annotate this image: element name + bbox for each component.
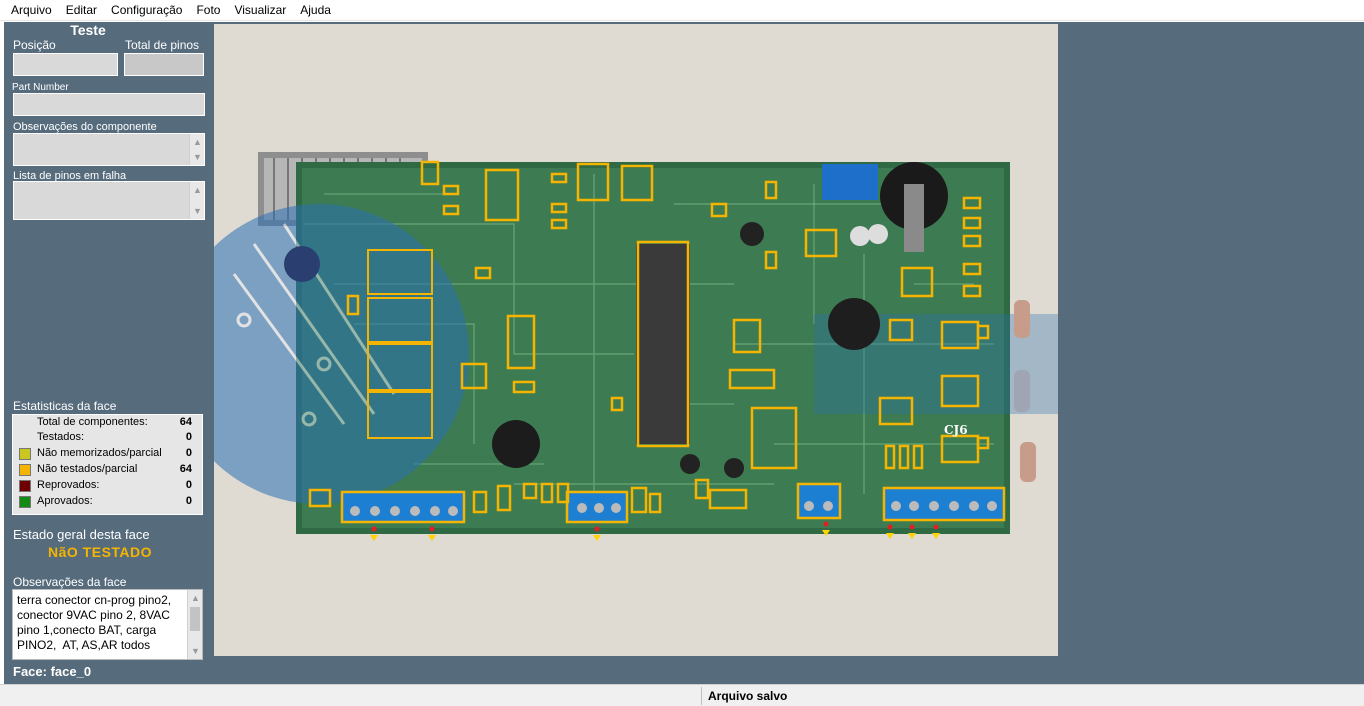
- menu-foto[interactable]: Foto: [196, 2, 221, 17]
- scroll-up-icon[interactable]: ▲: [193, 137, 202, 147]
- status-divider: [701, 687, 702, 705]
- stat-total-value: 64: [179, 416, 192, 428]
- buzzer: [828, 298, 880, 350]
- board-label-cj6: CJ6: [944, 423, 968, 437]
- board-photo-view[interactable]: CJ6: [214, 24, 1058, 656]
- component-notes-field[interactable]: ▲ ▼: [13, 133, 205, 166]
- pcb-board-photo[interactable]: CJ6: [214, 24, 1058, 656]
- stat-tested-label: Testados:: [37, 431, 85, 443]
- stat-tested: Testados: 0: [13, 430, 204, 446]
- panel-title: Teste: [70, 22, 106, 38]
- failed-pins-label: Lista de pinos em falha: [13, 170, 127, 182]
- stat-not-memorized-label: Não memorizados/parcial: [37, 447, 162, 459]
- status-bar: Arquivo salvo: [0, 684, 1364, 706]
- rejected-swatch: [19, 480, 31, 492]
- stat-approved: Aprovados: 0: [13, 494, 204, 510]
- total-pins-label: Total de pinos: [125, 38, 200, 52]
- stat-tested-value: 0: [185, 431, 192, 443]
- scrollbar-thumb[interactable]: [190, 607, 200, 631]
- stat-rejected: Reprovados: 0: [13, 478, 204, 494]
- dip-switch: [822, 164, 878, 200]
- stat-rejected-value: 0: [185, 479, 192, 491]
- stat-not-tested: Não testados/parcial 64: [13, 462, 204, 478]
- face-name-label: Face: face_0: [13, 664, 92, 679]
- relay-outlines[interactable]: [367, 249, 433, 439]
- stat-not-memorized-value: 0: [185, 447, 192, 459]
- not-memorized-swatch: [19, 448, 31, 460]
- general-state-label: Estado geral desta face: [13, 527, 150, 542]
- stat-total-label: Total de componentes:: [37, 416, 148, 428]
- face-stats-box: Total de componentes: 64 Testados: 0 Não…: [12, 414, 203, 515]
- menu-editar[interactable]: Editar: [65, 2, 98, 17]
- face-notes-scrollbar[interactable]: ▲ ▼: [187, 590, 202, 659]
- part-number-field[interactable]: [13, 93, 205, 116]
- face-notes-field[interactable]: terra conector cn-prog pino2, conector 9…: [12, 589, 203, 660]
- general-state-value: NãO TESTADO: [48, 544, 153, 560]
- stat-not-tested-value: 64: [179, 463, 192, 475]
- total-pins-field[interactable]: [124, 53, 204, 76]
- component-outlines[interactable]: [308, 160, 990, 514]
- scroll-up-icon[interactable]: ▲: [193, 185, 202, 195]
- scroll-up-icon[interactable]: ▲: [191, 593, 200, 603]
- menu-arquivo[interactable]: Arquivo: [11, 2, 52, 17]
- component-outline[interactable]: [636, 240, 690, 448]
- stat-approved-value: 0: [185, 495, 192, 507]
- failed-pins-scrollbar[interactable]: ▲ ▼: [189, 182, 204, 219]
- component-notes-label: Observações do componente: [13, 121, 157, 133]
- position-field[interactable]: [13, 53, 118, 76]
- part-number-label: Part Number: [12, 82, 69, 93]
- menu-ajuda[interactable]: Ajuda: [300, 2, 331, 17]
- not-tested-swatch: [19, 464, 31, 476]
- stat-total: Total de componentes: 64: [13, 415, 204, 431]
- stat-not-memorized: Não memorizados/parcial 0: [13, 446, 204, 462]
- scroll-down-icon[interactable]: ▼: [193, 206, 202, 216]
- stat-rejected-label: Reprovados:: [37, 479, 100, 491]
- scroll-down-icon[interactable]: ▼: [193, 152, 202, 162]
- menu-configuracao[interactable]: Configuração: [111, 2, 183, 17]
- menu-bar: Arquivo Editar Configuração Foto Visuali…: [0, 0, 1364, 21]
- main-window: Teste Posição Total de pinos Part Number…: [4, 22, 1364, 684]
- status-message: Arquivo salvo: [708, 689, 788, 703]
- position-label: Posição: [13, 38, 56, 52]
- stat-approved-label: Aprovados:: [37, 495, 93, 507]
- face-stats-title: Estatisticas da face: [13, 399, 117, 413]
- test-point-markers[interactable]: [370, 521, 940, 542]
- failed-pins-field[interactable]: ▲ ▼: [13, 181, 205, 220]
- microcontroller-chip: [636, 244, 690, 444]
- face-notes-label: Observações da face: [13, 575, 127, 589]
- approved-swatch: [19, 496, 31, 508]
- menu-visualizar[interactable]: Visualizar: [234, 2, 287, 17]
- terminal-blocks: [340, 482, 1006, 524]
- component-notes-scrollbar[interactable]: ▲ ▼: [189, 134, 204, 165]
- stat-not-tested-label: Não testados/parcial: [37, 463, 138, 475]
- face-notes-text: terra conector cn-prog pino2, conector 9…: [17, 593, 175, 652]
- test-side-panel: Teste Posição Total de pinos Part Number…: [4, 22, 210, 684]
- scroll-down-icon[interactable]: ▼: [191, 646, 200, 656]
